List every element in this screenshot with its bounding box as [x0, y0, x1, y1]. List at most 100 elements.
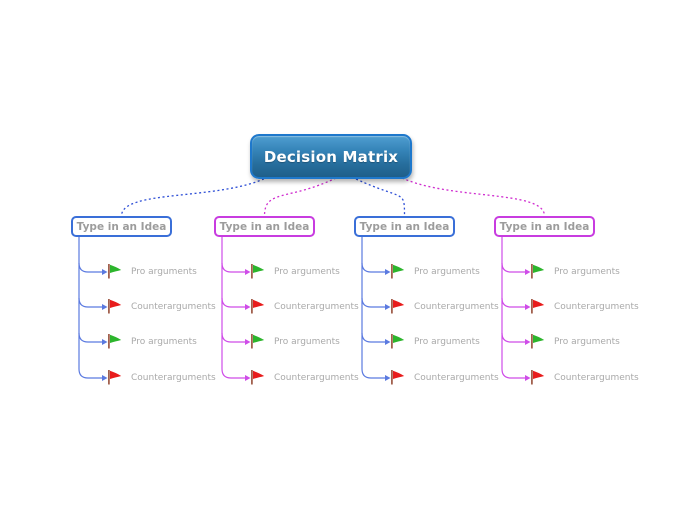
child-topic-label[interactable]: Counterarguments [131, 373, 216, 383]
flag-cloth [393, 334, 405, 343]
branch-4-child-2-connector [501, 297, 525, 308]
branch-1-child-3-connector [78, 332, 102, 343]
arrowhead-icon [102, 375, 108, 381]
red-flag-icon [251, 299, 265, 314]
flag-cloth [253, 299, 265, 308]
arrowhead-icon [385, 269, 391, 275]
arrowhead-icon [102, 304, 108, 310]
flag-cloth [533, 334, 545, 343]
branch-3-child-3-connector [361, 332, 385, 343]
flag-pole [531, 264, 533, 279]
branch-2-child-3-connector [221, 332, 245, 343]
green-flag-icon [391, 264, 405, 279]
child-topic-label[interactable]: Pro arguments [274, 337, 340, 347]
child-topic-label[interactable]: Pro arguments [554, 337, 620, 347]
arrowhead-icon [245, 304, 251, 310]
green-flag-icon [531, 264, 545, 279]
child-topic-label[interactable]: Counterarguments [131, 302, 216, 312]
flag-pole [391, 264, 393, 279]
child-topic-label[interactable]: Counterarguments [554, 373, 639, 383]
arrowhead-icon [245, 339, 251, 345]
flag-cloth [533, 299, 545, 308]
branch-3-child-2-connector [361, 297, 385, 308]
child-topic-label[interactable]: Pro arguments [131, 337, 197, 347]
child-topic-label[interactable]: Pro arguments [274, 267, 340, 277]
red-flag-icon [108, 370, 122, 385]
flag-cloth [393, 264, 405, 273]
branch-3-child-1-connector [361, 262, 385, 273]
flag-pole [391, 334, 393, 349]
green-flag-icon [391, 334, 405, 349]
flag-cloth [253, 334, 265, 343]
branch-node-label: Type in an Idea [76, 220, 167, 233]
branch-3-child-4-connector [361, 368, 385, 379]
branch-node-4[interactable]: Type in an Idea [494, 216, 595, 237]
red-flag-icon [391, 299, 405, 314]
child-topic-label[interactable]: Pro arguments [414, 267, 480, 277]
flag-pole [108, 299, 110, 314]
flag-pole [391, 370, 393, 385]
flag-cloth [533, 370, 545, 379]
branch-4-child-3-connector [501, 332, 525, 343]
flag-pole [251, 334, 253, 349]
flag-pole [251, 264, 253, 279]
arrowhead-icon [525, 339, 531, 345]
connector-root-to-branch-3 [355, 178, 406, 217]
green-flag-icon [251, 264, 265, 279]
flag-pole [531, 299, 533, 314]
child-topic-label[interactable]: Counterarguments [274, 373, 359, 383]
flag-pole [251, 299, 253, 314]
arrowhead-icon [385, 375, 391, 381]
red-flag-icon [531, 299, 545, 314]
arrowhead-icon [525, 304, 531, 310]
arrowhead-icon [385, 304, 391, 310]
red-flag-icon [391, 370, 405, 385]
child-topic-label[interactable]: Pro arguments [414, 337, 480, 347]
child-topic-label[interactable]: Counterarguments [274, 302, 359, 312]
green-flag-icon [531, 334, 545, 349]
flag-pole [108, 264, 110, 279]
flag-cloth [533, 264, 545, 273]
branch-4-child-4-connector [501, 368, 525, 379]
green-flag-icon [108, 334, 122, 349]
arrowhead-icon [525, 269, 531, 275]
child-topic-label[interactable]: Counterarguments [414, 373, 499, 383]
branch-2-child-2-connector [221, 297, 245, 308]
branch-2-child-4-connector [221, 368, 245, 379]
child-topic-label[interactable]: Pro arguments [131, 267, 197, 277]
flag-cloth [110, 370, 122, 379]
red-flag-icon [108, 299, 122, 314]
flag-pole [251, 370, 253, 385]
child-topic-label[interactable]: Counterarguments [554, 302, 639, 312]
flag-pole [108, 334, 110, 349]
red-flag-icon [531, 370, 545, 385]
branch-node-2[interactable]: Type in an Idea [214, 216, 315, 237]
connector-root-to-branch-2 [263, 177, 337, 217]
green-flag-icon [251, 334, 265, 349]
branch-node-1[interactable]: Type in an Idea [71, 216, 172, 237]
arrowhead-icon [102, 269, 108, 275]
branch-1-child-4-connector [78, 368, 102, 379]
branch-node-label: Type in an Idea [219, 220, 310, 233]
arrowhead-icon [525, 375, 531, 381]
branch-node-3[interactable]: Type in an Idea [354, 216, 455, 237]
flag-cloth [253, 264, 265, 273]
flag-cloth [110, 299, 122, 308]
child-topic-label[interactable]: Counterarguments [414, 302, 499, 312]
branch-node-label: Type in an Idea [359, 220, 450, 233]
flag-cloth [110, 334, 122, 343]
root-node[interactable]: Decision Matrix [250, 134, 412, 179]
flag-cloth [110, 264, 122, 273]
connector-root-to-branch-4 [397, 175, 546, 217]
branch-1-child-1-connector [78, 262, 102, 273]
arrowhead-icon [385, 339, 391, 345]
child-topic-label[interactable]: Pro arguments [554, 267, 620, 277]
flag-pole [391, 299, 393, 314]
arrowhead-icon [102, 339, 108, 345]
flag-pole [531, 334, 533, 349]
arrowhead-icon [245, 269, 251, 275]
branch-4-child-1-connector [501, 262, 525, 273]
branch-2-child-1-connector [221, 262, 245, 273]
